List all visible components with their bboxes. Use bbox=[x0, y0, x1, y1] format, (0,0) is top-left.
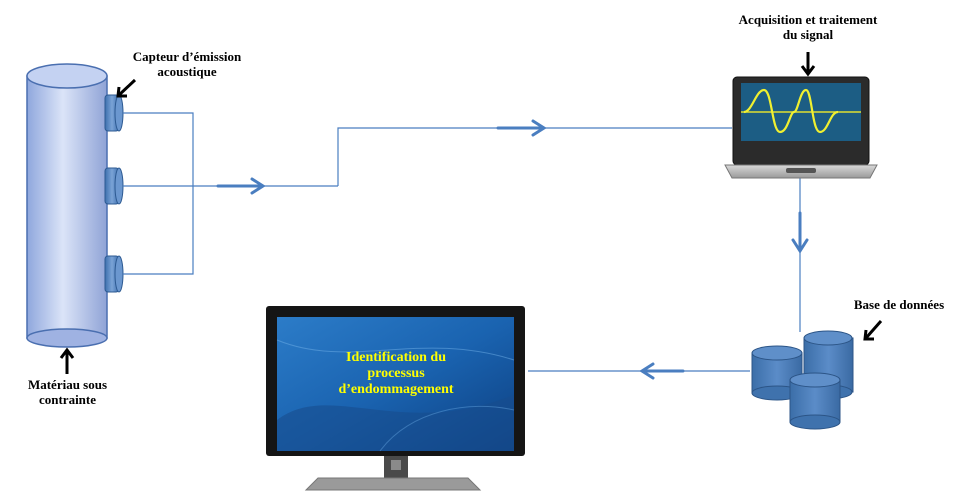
screen-title-line2: processus bbox=[367, 366, 425, 381]
database-label: Base de données bbox=[853, 297, 945, 312]
material-label-line2: contrainte bbox=[38, 392, 97, 407]
sensor-label-line2: acoustique bbox=[157, 64, 217, 79]
sensor-label-line1: Capteur d’émission bbox=[132, 49, 242, 64]
material-label: Matériau sous contrainte bbox=[0, 377, 135, 407]
screen-title-line3: d’endommagement bbox=[338, 382, 454, 397]
waveform-icon bbox=[743, 88, 839, 134]
flow-arrow-left bbox=[639, 362, 685, 380]
laptop-icon bbox=[724, 76, 878, 179]
screen-title-line1: Identification du bbox=[346, 350, 446, 365]
acquisition-label-line1: Acquisition et traitement bbox=[738, 12, 878, 27]
flow-arrow-right-1 bbox=[216, 177, 266, 195]
acoustic-sensor-top bbox=[104, 94, 124, 132]
material-cylinder bbox=[26, 63, 108, 348]
monitor-icon bbox=[266, 306, 525, 491]
acoustic-sensor-middle bbox=[104, 167, 124, 205]
pointer-arrow-material bbox=[59, 347, 75, 374]
acquisition-label: Acquisition et traitement du signal bbox=[718, 12, 898, 42]
flow-arrow-right-2 bbox=[496, 119, 547, 137]
material-label-line1: Matériau sous bbox=[27, 377, 108, 392]
screen-title: Identification du processus d’endommagem… bbox=[296, 350, 496, 398]
acquisition-label-line2: du signal bbox=[782, 27, 834, 42]
pointer-arrow-sensor bbox=[116, 78, 137, 98]
pointer-arrow-database bbox=[863, 320, 883, 341]
sensor-label: Capteur d’émission acoustique bbox=[107, 49, 267, 79]
signal-wiring bbox=[123, 112, 801, 372]
database-icon bbox=[751, 330, 854, 430]
acoustic-sensor-bottom bbox=[104, 255, 124, 293]
flow-arrow-down bbox=[791, 211, 809, 254]
pointer-arrow-acquisition bbox=[800, 52, 816, 77]
